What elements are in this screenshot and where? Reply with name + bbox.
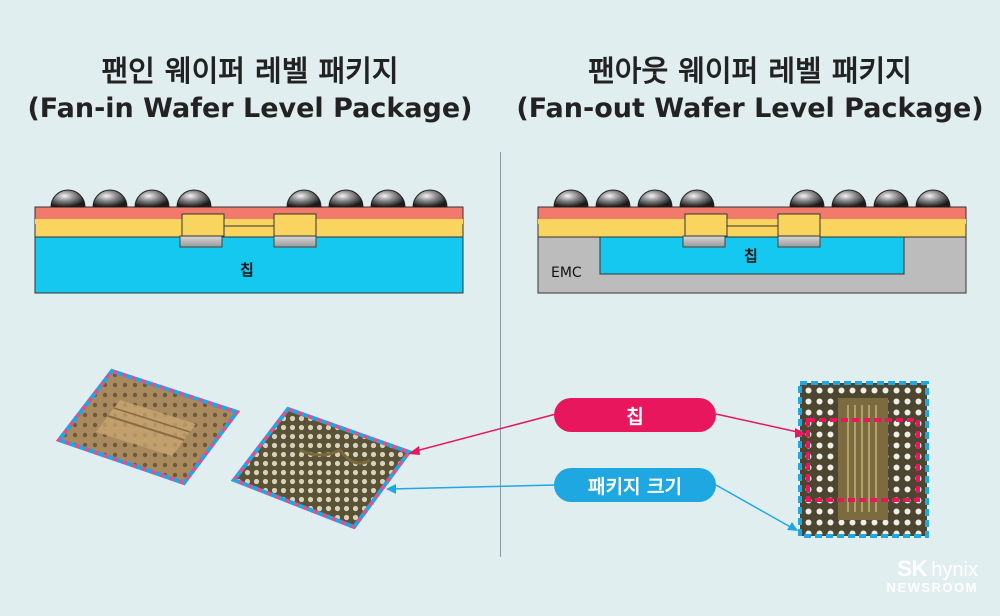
fan-out-redistribution-line xyxy=(538,219,966,224)
fan-out-pad-right xyxy=(777,235,821,248)
package-size-outline xyxy=(798,381,929,538)
fan-out-via-left xyxy=(684,213,728,237)
fan-in-pad-left xyxy=(179,235,223,248)
solder-ball xyxy=(789,189,825,208)
size-arrow-right xyxy=(715,484,795,530)
fan-in-package-photo-light xyxy=(55,368,241,486)
fan-out-title-korean: 팬아웃 웨이퍼 레벨 패키지 xyxy=(588,54,912,88)
chip-arrow-left xyxy=(411,413,557,453)
fan-out-title-english: (Fan-out Wafer Level Package) xyxy=(516,93,984,124)
center-divider xyxy=(500,152,501,557)
fan-out-cross-section xyxy=(537,189,967,294)
chip-callout-pill: 칩 xyxy=(554,398,716,432)
fan-in-title: 팬인 웨이퍼 레벨 패키지 (Fan-in Wafer Level Packag… xyxy=(10,52,490,128)
solder-ball xyxy=(134,189,170,208)
brand-hynix: hynix xyxy=(931,559,978,581)
fan-out-solder-balls xyxy=(553,189,951,208)
solder-ball xyxy=(50,189,86,208)
solder-ball xyxy=(286,189,322,208)
fan-in-via-right xyxy=(273,213,317,237)
solder-ball xyxy=(679,189,715,208)
solder-ball xyxy=(831,189,867,208)
fan-in-via-left xyxy=(181,213,225,237)
package-size-callout-pill: 패키지 크기 xyxy=(554,468,716,502)
fan-in-cross-section xyxy=(34,189,464,294)
brand-sk: SK xyxy=(897,556,927,581)
solder-ball xyxy=(92,189,128,208)
fan-out-chip-body xyxy=(599,236,905,275)
fan-in-title-english: (Fan-in Wafer Level Package) xyxy=(27,93,473,124)
fan-in-pad-right xyxy=(273,235,317,248)
solder-ball xyxy=(412,189,448,208)
solder-ball xyxy=(328,189,364,208)
sk-hynix-newsroom-logo: SK hynix NEWSROOM xyxy=(887,556,978,595)
fan-in-chip-body xyxy=(34,236,464,294)
solder-ball xyxy=(176,189,212,208)
solder-ball xyxy=(370,189,406,208)
chip-arrow-right xyxy=(715,413,803,434)
solder-ball xyxy=(873,189,909,208)
callout-arrows xyxy=(386,413,806,531)
solder-ball xyxy=(915,189,951,208)
chip-outline xyxy=(806,418,920,502)
fan-in-solder-balls xyxy=(50,189,448,208)
fan-out-pad-left xyxy=(682,235,726,248)
fan-out-yellow-layer xyxy=(537,222,967,238)
fan-out-title: 팬아웃 웨이퍼 레벨 패키지 (Fan-out Wafer Level Pack… xyxy=(510,52,990,128)
fan-in-title-korean: 팬인 웨이퍼 레벨 패키지 xyxy=(101,54,399,88)
fan-in-redistribution-line xyxy=(35,219,463,224)
solder-ball xyxy=(595,189,631,208)
fan-out-chip-label: 칩 xyxy=(744,247,758,265)
solder-ball xyxy=(637,189,673,208)
fan-in-package-photo-dark xyxy=(230,406,413,530)
emc-label: EMC xyxy=(551,265,582,281)
fan-in-chip-label: 칩 xyxy=(240,261,254,279)
fan-out-package-photo xyxy=(798,381,929,538)
size-arrow-left xyxy=(389,484,557,490)
fan-in-yellow-layer xyxy=(34,222,464,238)
solder-ball xyxy=(553,189,589,208)
fan-out-via-right xyxy=(777,213,821,237)
brand-newsroom: NEWSROOM xyxy=(886,580,978,595)
